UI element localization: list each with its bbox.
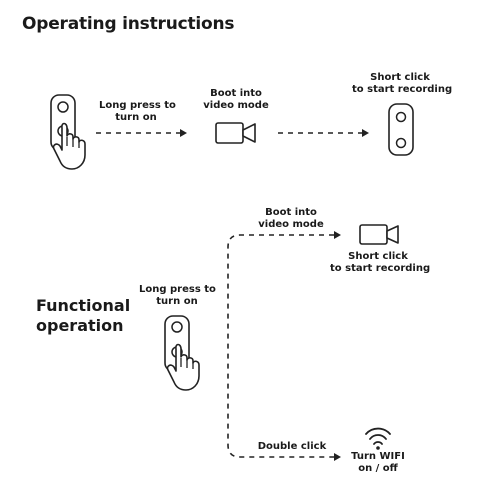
short-click-label: Short click to start recording (330, 251, 431, 275)
double-click-label: Double click (257, 441, 327, 452)
short-click-line2: to start recording (330, 263, 431, 274)
wifi-label: Turn WIFI on / off (344, 451, 412, 475)
boot-line2: video mode (258, 219, 324, 230)
step1-line2: turn on (115, 112, 157, 123)
step2-line2: video mode (203, 100, 269, 111)
boot-label: Boot into video mode (254, 207, 328, 231)
device-icon (388, 103, 414, 156)
video-camera-icon-2 (359, 224, 399, 245)
wifi-line2: on / off (358, 463, 398, 474)
boot-line1: Boot into (265, 207, 317, 218)
step3-line1: Short click (370, 72, 430, 83)
functional-heading-line2: operation (36, 316, 124, 335)
video-camera-icon (215, 122, 256, 144)
step2-line1: Boot into (210, 88, 262, 99)
wifi-icon (365, 427, 391, 450)
press-line1: Long press to (139, 284, 216, 295)
device-with-hand-icon (50, 94, 86, 170)
functional-heading-line1: Functional (36, 296, 131, 315)
press-line2: turn on (156, 296, 198, 307)
step3-line2: to start recording (352, 84, 453, 95)
press-label: Long press to turn on (139, 284, 216, 308)
functional-heading: Functional operation (36, 296, 130, 336)
wifi-line1: Turn WIFI (351, 451, 405, 462)
page-title: Operating instructions (22, 14, 235, 34)
step1-line1: Long press to (99, 100, 176, 111)
arrow-head-video (334, 231, 341, 239)
step1-label: Long press to turn on (99, 100, 176, 124)
branch-connector (227, 234, 334, 458)
step2-label: Boot into video mode (199, 88, 273, 112)
arrow-head-wifi (334, 453, 341, 461)
step3-label: Short click to start recording (352, 72, 453, 96)
device-with-hand-icon-2 (164, 315, 200, 391)
short-click-line1: Short click (348, 251, 408, 262)
